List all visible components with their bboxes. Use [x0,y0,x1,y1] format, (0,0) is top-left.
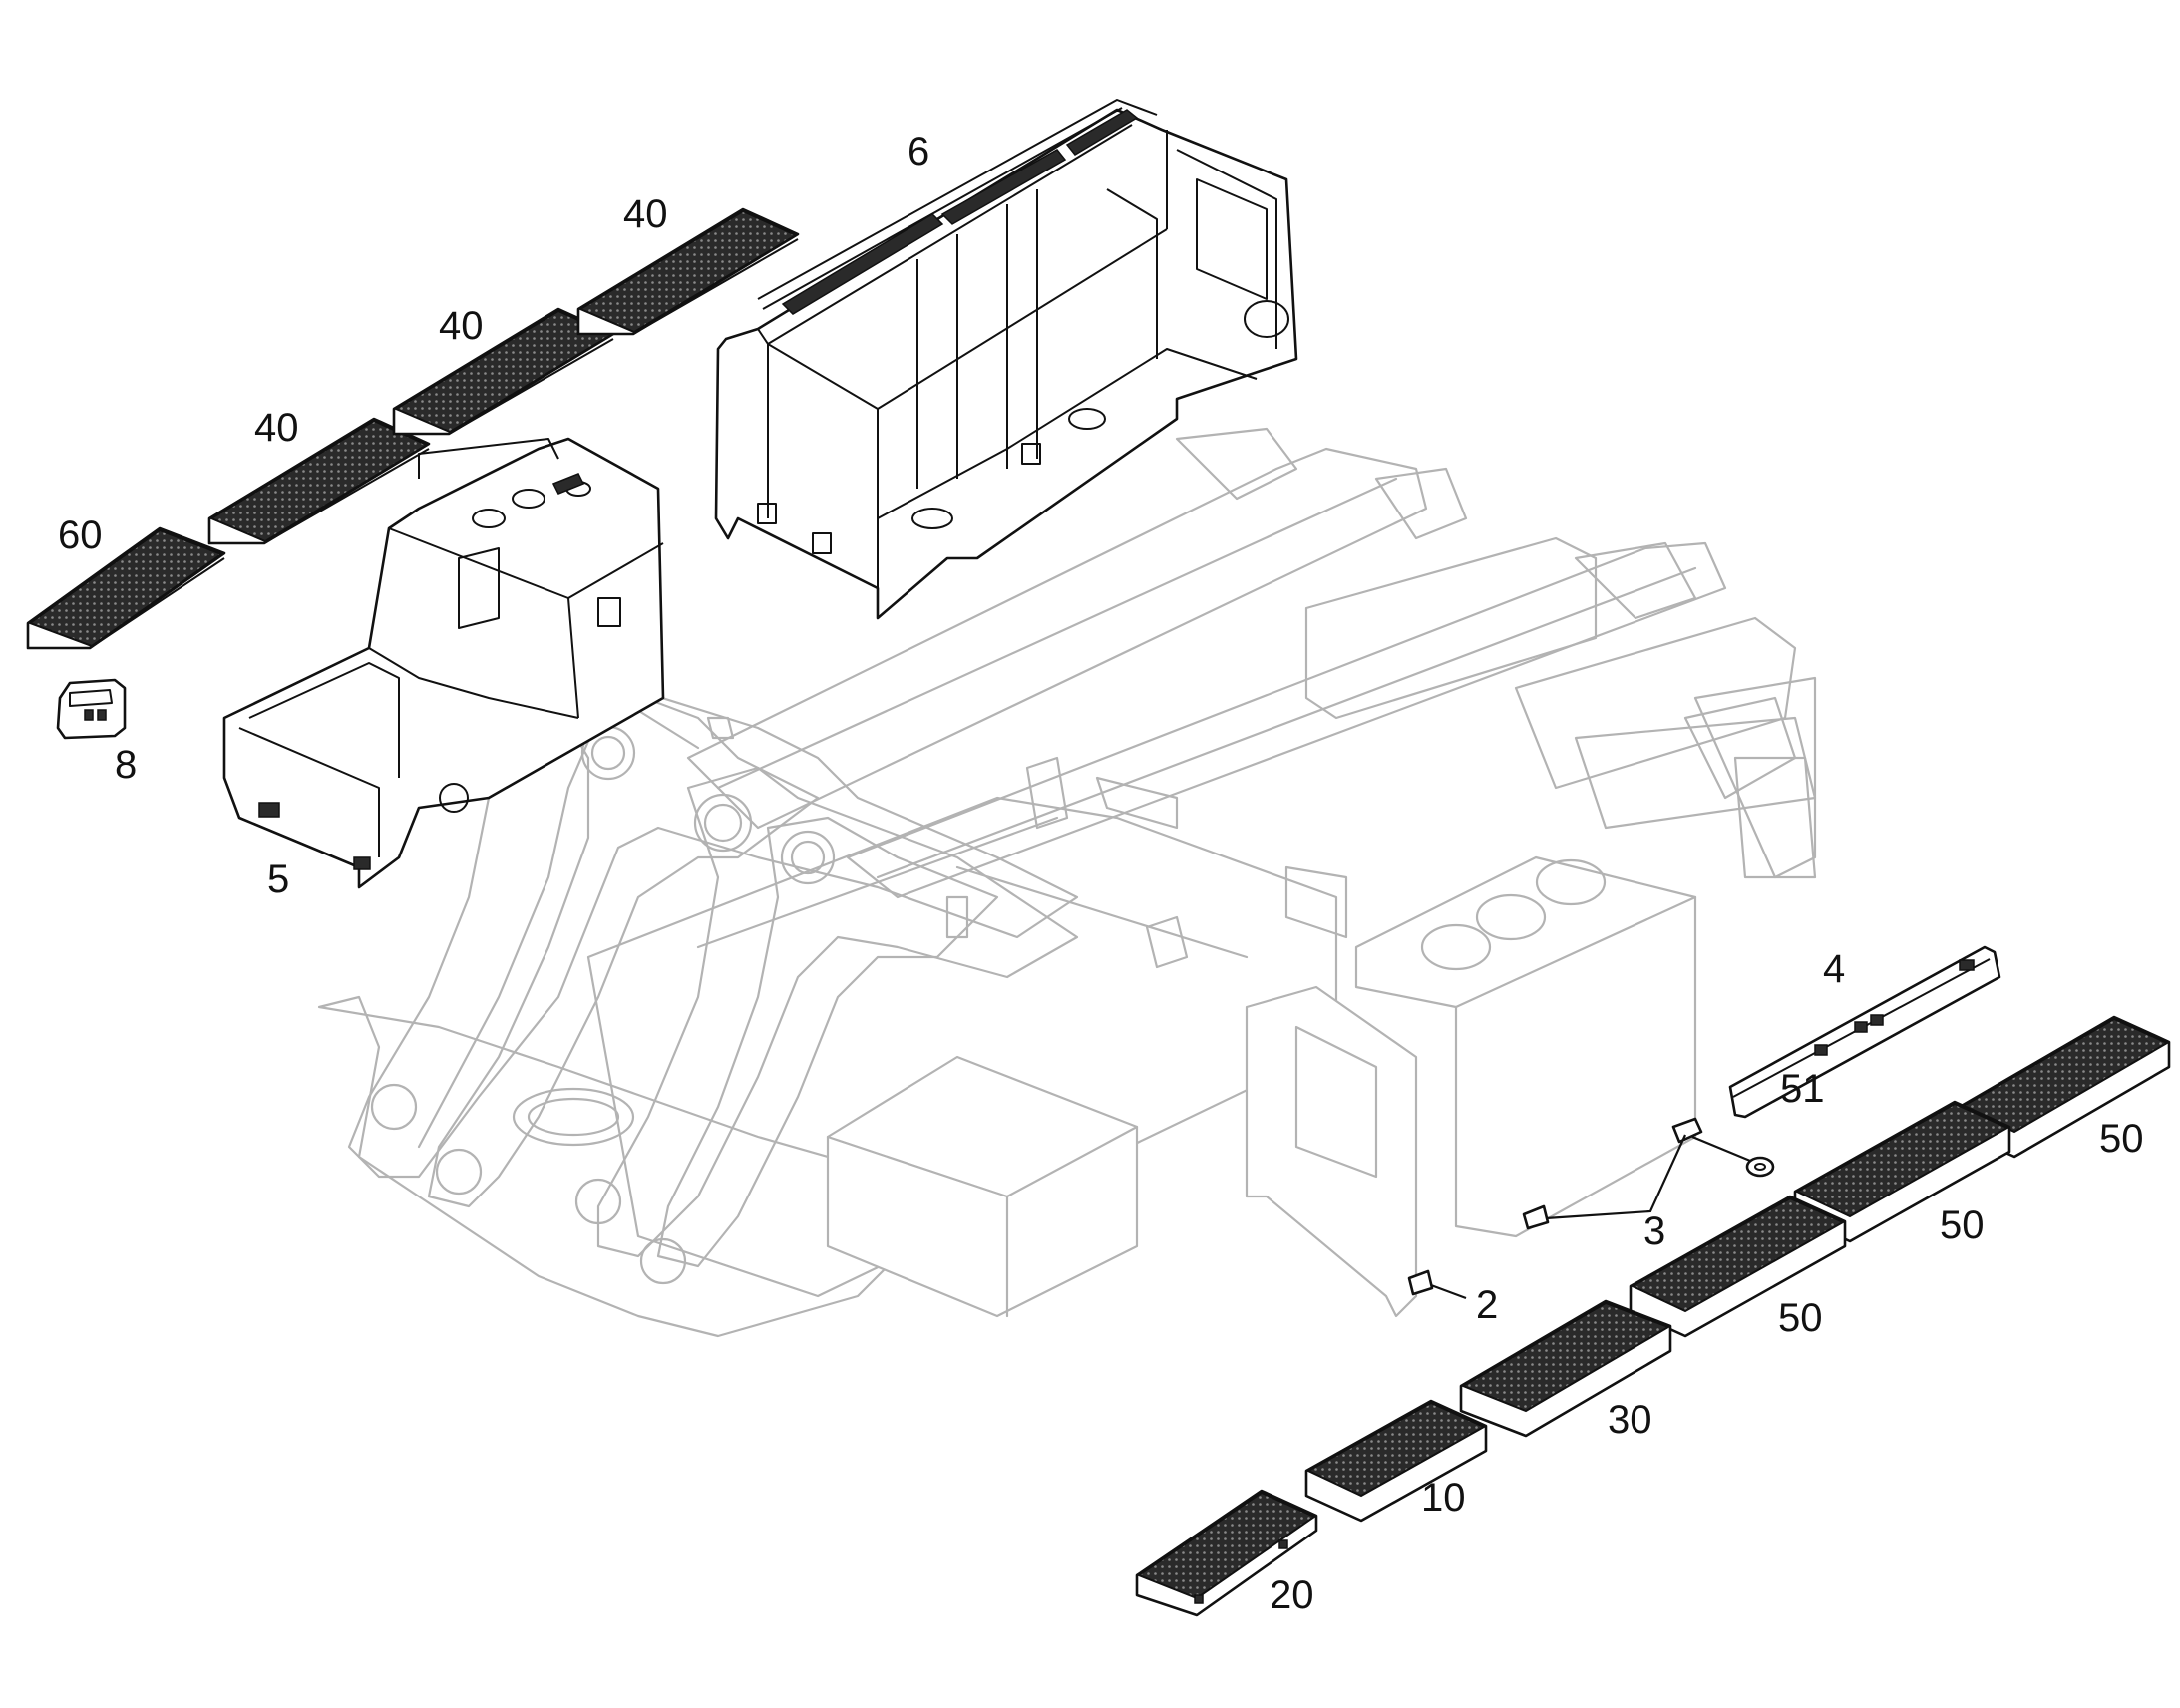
leader-lines [1430,1134,1751,1300]
callout-50-middle: 50 [1940,1203,1985,1247]
step-tread-part-20[interactable] [1135,1489,1318,1617]
callout-4: 4 [1823,947,1845,991]
callout-60: 60 [58,513,103,557]
frame-assembly-background [317,427,1817,1338]
callout-40-middle: 40 [439,304,484,348]
callout-50-left: 50 [1778,1296,1823,1340]
console-housing-part-5[interactable] [222,437,665,889]
callout-30: 30 [1608,1398,1652,1442]
bracket-part-8[interactable] [56,678,127,740]
plate-part-2[interactable] [1407,1269,1434,1296]
step-tread-part-40-right[interactable] [576,207,800,336]
step-tread-part-10[interactable] [1304,1399,1488,1523]
callout-20: 20 [1270,1573,1314,1617]
callout-8: 8 [115,743,137,787]
callout-6: 6 [908,130,929,173]
callout-40-left: 40 [254,406,299,450]
callout-50-right: 50 [2099,1117,2144,1161]
step-tread-part-40-left[interactable] [207,417,431,545]
callout-5: 5 [267,857,289,901]
step-tread-part-30[interactable] [1459,1299,1672,1438]
washer-part-51[interactable] [1745,1156,1775,1178]
plate-part-3-lower[interactable] [1522,1204,1550,1230]
callout-10: 10 [1421,1476,1466,1520]
callout-labels: 6 40 40 40 60 8 5 4 51 50 50 3 2 50 30 1… [58,130,2144,1617]
step-tread-part-40-middle[interactable] [392,307,615,436]
callout-40-right: 40 [623,192,668,236]
callout-51: 51 [1780,1067,1825,1111]
cab-frame-part-6[interactable] [714,99,1298,620]
rail-part-4[interactable] [1728,945,2001,1119]
plate-part-3-upper[interactable] [1671,1117,1703,1144]
callout-2: 2 [1476,1283,1498,1327]
callout-3: 3 [1643,1209,1665,1253]
step-tread-part-60[interactable] [26,526,226,650]
